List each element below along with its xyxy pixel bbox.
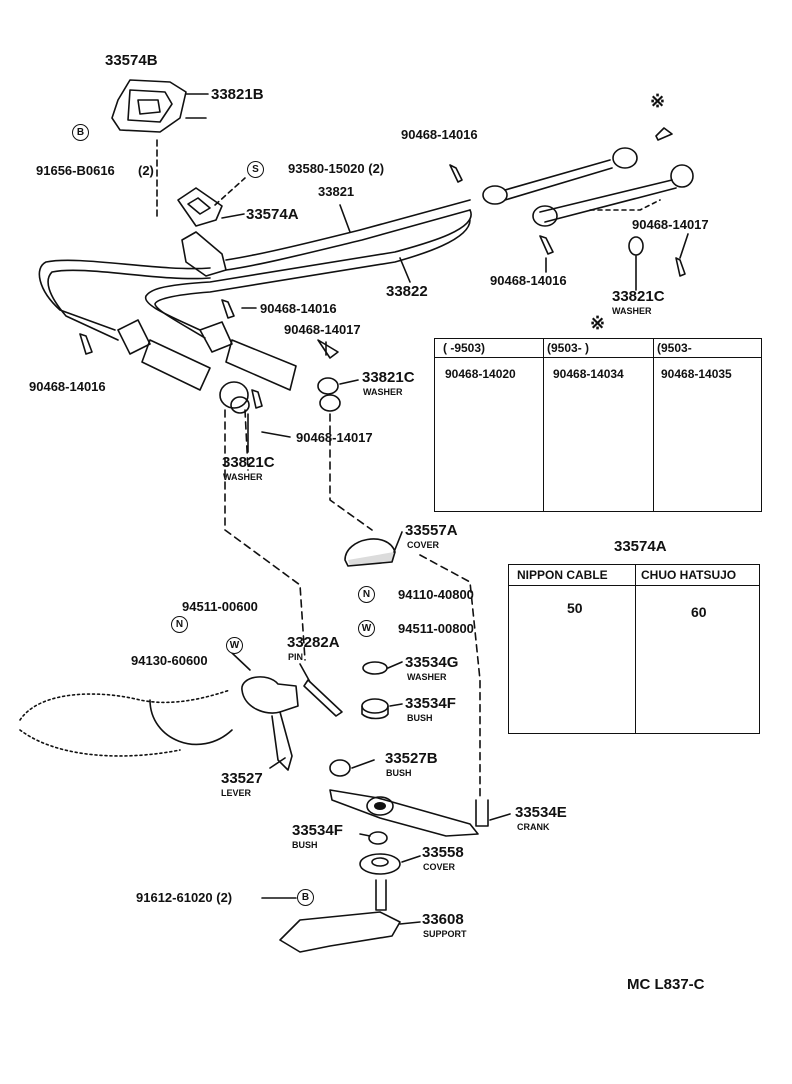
washer-code-w-icon: W (226, 637, 243, 654)
bracket-header-nippon: NIPPON CABLE (517, 568, 608, 582)
label-33282A: 33282A (287, 634, 340, 651)
sublabel-support: SUPPORT (423, 929, 467, 939)
cover-dome (344, 538, 396, 567)
sublabel-washer-mid: WASHER (363, 387, 403, 397)
retainer-bracket (177, 187, 223, 227)
sublabel-bush-upper: BUSH (407, 713, 433, 723)
clip-header-2: (9503- ) (547, 341, 590, 355)
sublabel-bush-lower: BUSH (292, 840, 318, 850)
sublabel-bush-b: BUSH (386, 768, 412, 778)
label-90468-14017-right: 90468-14017 (632, 217, 709, 232)
clip-variant-table: ( -9503) (9503- ) (9503- 90468-14020 904… (434, 338, 762, 512)
label-33558: 33558 (422, 844, 464, 861)
label-33574A-table: 33574A (614, 538, 667, 555)
clip-part-3: 90468-14035 (661, 367, 732, 381)
clip-part-2: 90468-14034 (553, 367, 624, 381)
clip-header-3: (9503- (657, 341, 692, 355)
sublabel-crank: CRANK (517, 822, 550, 832)
bracket-variant-table: NIPPON CABLE CHUO HATSUJO 50 60 (508, 564, 760, 734)
label-94511-right: 94511-00800 (398, 621, 474, 636)
label-33534F-lower: 33534F (292, 822, 343, 839)
shift-lever (241, 676, 299, 714)
label-33574B: 33574B (105, 52, 158, 69)
label-91612: 91612-61020 (2) (136, 890, 233, 905)
support-bracket (279, 911, 401, 953)
label-90468-14016-mid: 90468-14016 (490, 273, 567, 288)
label-94511-upper: 94511-00600 (182, 599, 258, 614)
label-33822: 33822 (386, 283, 428, 300)
label-91656-qty: (2) (138, 163, 154, 178)
label-90468-14017-mid: 90468-14017 (284, 322, 361, 337)
label-91656: 91656-B0616 (36, 163, 115, 178)
nut-code-n-icon-left: N (171, 616, 188, 633)
label-33527B: 33527B (385, 750, 438, 767)
bracket-dim-nippon: 50 (567, 600, 583, 616)
label-94130: 94130-60600 (131, 653, 208, 668)
label-33821C-right: 33821C (612, 288, 665, 305)
crank-plate (329, 789, 479, 837)
label-33608: 33608 (422, 911, 464, 928)
bolt-code-b-icon: B (72, 124, 89, 141)
label-90468-14016-top: 90468-14016 (401, 127, 478, 142)
label-33821C-left: 33821C (222, 454, 275, 471)
label-33574A: 33574A (246, 206, 299, 223)
select-cable (225, 199, 471, 261)
sublabel-washer-right: WASHER (612, 306, 652, 316)
sublabel-cover-b: COVER (423, 862, 456, 872)
washer-code-w-icon-right: W (358, 620, 375, 637)
nut-code-n-icon: N (358, 586, 375, 603)
sublabel-pin: PIN (288, 652, 304, 662)
cable-cover-bracket (111, 79, 187, 133)
label-90468-14016-far-left: 90468-14016 (29, 379, 106, 394)
mark-symbol-top: ※ (650, 91, 666, 111)
sublabel-lever: LEVER (221, 788, 252, 798)
label-33534G: 33534G (405, 654, 459, 671)
shift-cable (145, 209, 472, 331)
bracket-dim-chuo: 60 (691, 604, 707, 620)
diagram-reference-code: MC L837-C (627, 976, 705, 993)
label-93580: 93580-15020 (2) (288, 161, 385, 176)
bracket-header-chuo: CHUO HATSUJO (641, 568, 737, 582)
label-33527: 33527 (221, 770, 263, 787)
label-94110: 94110-40800 (398, 587, 474, 602)
label-33534F-upper: 33534F (405, 695, 456, 712)
sublabel-cover-a: COVER (407, 540, 440, 550)
label-33821: 33821 (318, 184, 355, 199)
clip-header-1: ( -9503) (443, 341, 486, 355)
label-33821B: 33821B (211, 86, 264, 103)
screw-code-s-icon: S (247, 161, 264, 178)
bolt-code-b-icon-lower: B (297, 889, 314, 906)
label-33557A: 33557A (405, 522, 458, 539)
sublabel-washer-left: WASHER (223, 472, 263, 482)
label-33821C-mid: 33821C (362, 369, 415, 386)
label-33534E: 33534E (515, 804, 567, 821)
mark-symbol-table: ※ (590, 313, 606, 333)
label-90468-14017-lower: 90468-14017 (296, 430, 373, 445)
clip-part-1: 90468-14020 (445, 367, 516, 381)
sublabel-washer-g: WASHER (407, 672, 447, 682)
label-90468-14016-left: 90468-14016 (260, 301, 337, 316)
